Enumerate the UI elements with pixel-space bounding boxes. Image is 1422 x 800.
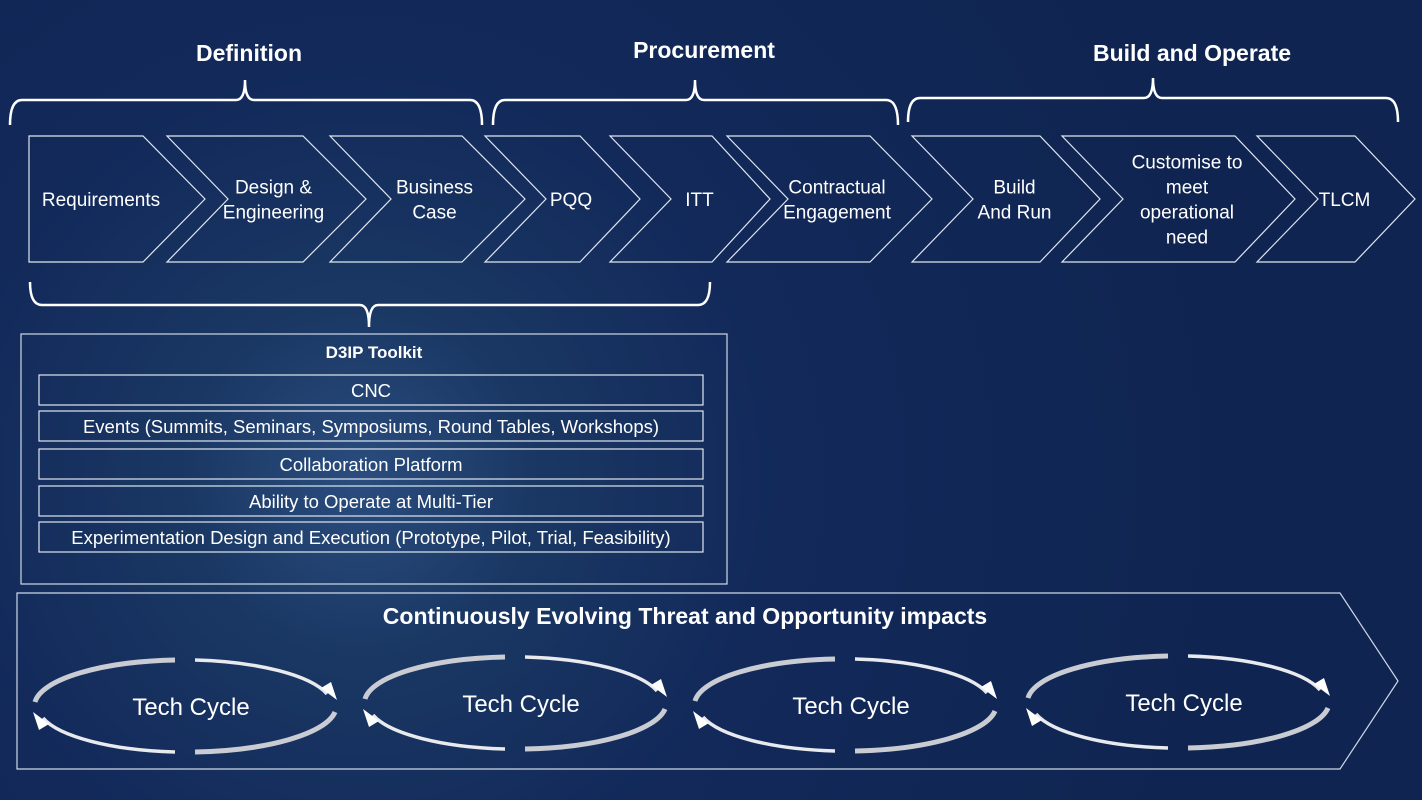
step-label: Business [396, 178, 473, 199]
toolkit-item-label: Ability to Operate at Multi-Tier [249, 491, 493, 512]
process-step: ITT [608, 135, 771, 263]
phase-build-and-operate: Build and Operate [1093, 40, 1291, 66]
step-label: Engagement [783, 203, 891, 224]
step-label: operational [1140, 203, 1234, 224]
toolkit-box: D3IP Toolkit CNC Events (Summits, Seminar… [20, 333, 728, 585]
process-step: PQQ [483, 135, 641, 263]
toolkit-item-label: Collaboration Platform [279, 454, 462, 475]
tech-cycle: Tech Cycle [362, 654, 668, 752]
step-label: Requirements [42, 190, 160, 211]
tech-cycle: Tech Cycle [692, 656, 998, 754]
cycle-arc-top-right [1187, 654, 1322, 692]
phase-procurement: Procurement [633, 37, 775, 63]
step-label: Contractual [788, 178, 885, 199]
step-label: And Run [978, 203, 1052, 224]
process-step: Requirements [28, 135, 206, 263]
cycle-arc-bottom-right [854, 709, 998, 754]
chevron-shape [483, 135, 641, 263]
definition-bracket [8, 79, 484, 126]
arrowhead-icon [1314, 678, 1330, 696]
process-step: TLCM [1255, 135, 1416, 263]
cycle-arc-top-left [32, 657, 176, 703]
chevron-shape [165, 135, 367, 263]
threat-title: Continuously Evolving Threat and Opportu… [383, 603, 987, 629]
process-step: Design & Engineering [165, 135, 367, 263]
cycle-arc-top-left [692, 656, 836, 702]
step-label: Case [412, 203, 456, 224]
threat-arrow: Continuously Evolving Threat and Opportu… [16, 592, 1399, 770]
chevron-shape [910, 135, 1101, 263]
toolkit-item: Experimentation Design and Execution (Pr… [38, 521, 704, 553]
toolkit-item-label: CNC [351, 380, 391, 401]
step-label: Build [993, 178, 1035, 199]
arrowhead-icon [981, 681, 997, 699]
step-label: Engineering [223, 203, 324, 224]
toolkit-item: Collaboration Platform [38, 448, 704, 480]
arrowhead-icon [363, 709, 379, 727]
step-label: meet [1166, 178, 1209, 199]
tech-cycle-label: Tech Cycle [462, 691, 579, 718]
toolkit-item-label: Experimentation Design and Execution (Pr… [71, 527, 670, 548]
cycle-arc-top-right [524, 655, 659, 693]
phase-definition: Definition [196, 40, 302, 66]
toolkit-item: Ability to Operate at Multi-Tier [38, 485, 704, 517]
tech-cycle-label: Tech Cycle [792, 693, 909, 720]
tech-cycle: Tech Cycle [32, 657, 338, 755]
toolkit-bracket [28, 281, 712, 328]
cycle-arc-bottom-right [524, 707, 668, 752]
tech-cycle: Tech Cycle [1025, 653, 1331, 751]
cycle-arc-bottom-left [1034, 712, 1169, 750]
step-label: Customise to [1132, 153, 1243, 174]
tech-cycle-label: Tech Cycle [132, 694, 249, 721]
step-label: need [1166, 228, 1208, 249]
chevron-shape [725, 135, 933, 263]
chevron-shape [328, 135, 526, 263]
cycle-arc-bottom-right [1187, 706, 1331, 751]
arrowhead-icon [33, 712, 49, 730]
process-step: Customise to meet operational need [1060, 135, 1296, 263]
cycle-arc-bottom-left [371, 713, 506, 751]
cycle-arc-bottom-right [194, 710, 338, 755]
chevron-shape [1255, 135, 1416, 263]
step-label: PQQ [550, 190, 592, 211]
arrowhead-icon [321, 682, 337, 700]
toolkit-item: CNC [38, 374, 704, 406]
step-label: TLCM [1319, 190, 1371, 211]
arrowhead-icon [1026, 708, 1042, 726]
cycle-arc-top-left [362, 654, 506, 700]
cycle-arc-bottom-left [701, 715, 836, 753]
step-label: ITT [685, 190, 714, 211]
arrowhead-icon [651, 679, 667, 697]
phase-brackets [8, 77, 1400, 328]
step-label: Design & [235, 178, 312, 199]
chevron-shape [1060, 135, 1296, 263]
toolkit-title: D3IP Toolkit [326, 343, 423, 362]
chevron-shape [28, 135, 206, 263]
toolkit-item: Events (Summits, Seminars, Symposiums, R… [38, 410, 704, 442]
procurement-bracket [491, 79, 900, 126]
cycle-arc-top-left [1025, 653, 1169, 699]
arrowhead-icon [693, 711, 709, 729]
cycle-arc-top-right [854, 657, 989, 695]
tech-cycle-label: Tech Cycle [1125, 690, 1242, 717]
cycle-arc-bottom-left [41, 716, 176, 754]
toolkit-item-label: Events (Summits, Seminars, Symposiums, R… [83, 416, 659, 437]
build-operate-bracket [906, 77, 1400, 123]
cycle-arc-top-right [194, 658, 329, 696]
chevron-shape [608, 135, 771, 263]
